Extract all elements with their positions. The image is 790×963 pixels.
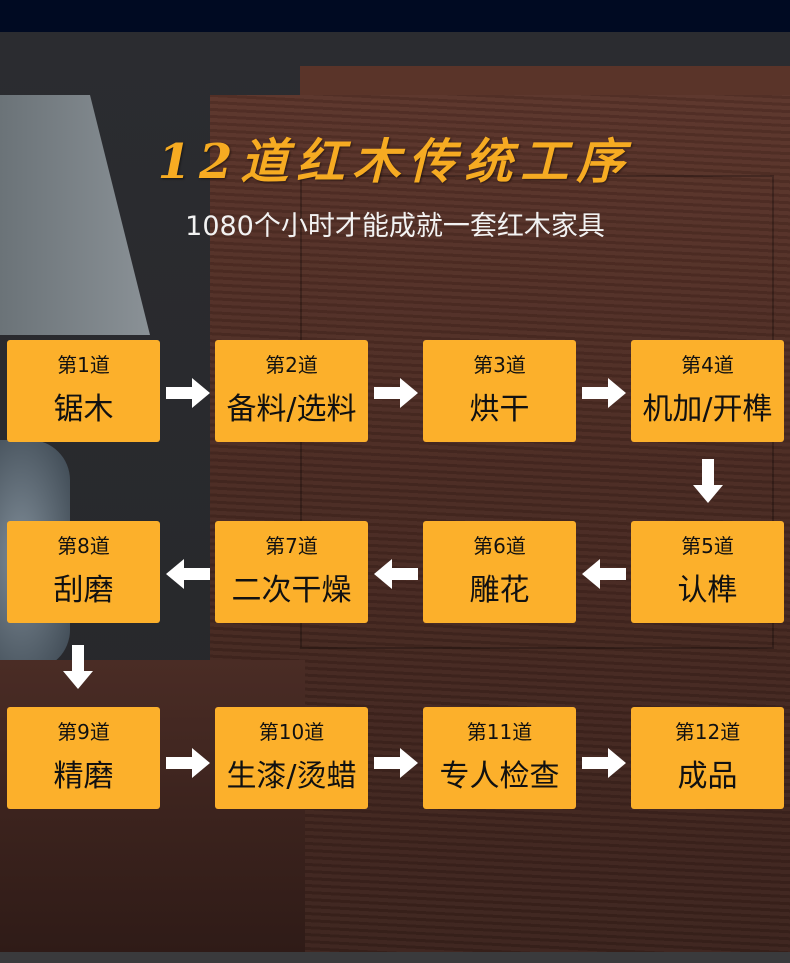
arrow-down-icon — [693, 459, 723, 503]
step-number: 第11道 — [466, 720, 533, 744]
step-11: 第11道专人检查 — [423, 707, 576, 809]
step-1: 第1道锯木 — [7, 340, 160, 442]
step-number: 第1道 — [57, 353, 110, 377]
step-name: 刮磨 — [53, 573, 114, 608]
step-name: 雕花 — [469, 573, 530, 608]
step-10: 第10道生漆/烫蜡 — [215, 707, 368, 809]
bottom-bar — [0, 952, 790, 963]
step-3: 第3道烘干 — [423, 340, 576, 442]
step-6: 第6道雕花 — [423, 521, 576, 623]
step-name: 锯木 — [53, 392, 114, 427]
step-2: 第2道备料/选料 — [215, 340, 368, 442]
arrow-left-icon — [582, 559, 626, 589]
step-number: 第8道 — [57, 534, 110, 558]
step-8: 第8道刮磨 — [7, 521, 160, 623]
arrow-right-icon — [166, 748, 210, 778]
arrow-left-icon — [166, 559, 210, 589]
arrow-right-icon — [582, 748, 626, 778]
page-subtitle: 1080个小时才能成就一套红木家具 — [185, 211, 605, 242]
step-name: 机加/开榫 — [642, 392, 773, 427]
arrow-down-icon — [63, 645, 93, 689]
step-12: 第12道成品 — [631, 707, 784, 809]
step-number: 第9道 — [57, 720, 110, 744]
step-name: 二次干燥 — [231, 573, 352, 608]
step-number: 第10道 — [258, 720, 325, 744]
step-number: 第7道 — [265, 534, 318, 558]
step-number: 第4道 — [681, 353, 734, 377]
page-title: 12道红木传统工序 — [157, 134, 633, 190]
step-name: 生漆/烫蜡 — [226, 759, 357, 794]
arrow-right-icon — [374, 378, 418, 408]
step-number: 第5道 — [681, 534, 734, 558]
step-number: 第2道 — [265, 353, 318, 377]
step-name: 认榫 — [677, 573, 738, 608]
step-name: 烘干 — [469, 392, 530, 427]
step-name: 精磨 — [53, 759, 114, 794]
step-9: 第9道精磨 — [7, 707, 160, 809]
step-number: 第6道 — [473, 534, 526, 558]
step-name: 专人检查 — [439, 759, 560, 794]
step-number: 第3道 — [473, 353, 526, 377]
arrow-left-icon — [374, 559, 418, 589]
arrow-right-icon — [166, 378, 210, 408]
step-name: 成品 — [677, 759, 738, 794]
step-5: 第5道认榫 — [631, 521, 784, 623]
step-number: 第12道 — [674, 720, 741, 744]
step-name: 备料/选料 — [226, 392, 357, 427]
arrow-right-icon — [582, 378, 626, 408]
top-bar — [0, 0, 790, 32]
arrow-right-icon — [374, 748, 418, 778]
step-4: 第4道机加/开榫 — [631, 340, 784, 442]
step-7: 第7道二次干燥 — [215, 521, 368, 623]
